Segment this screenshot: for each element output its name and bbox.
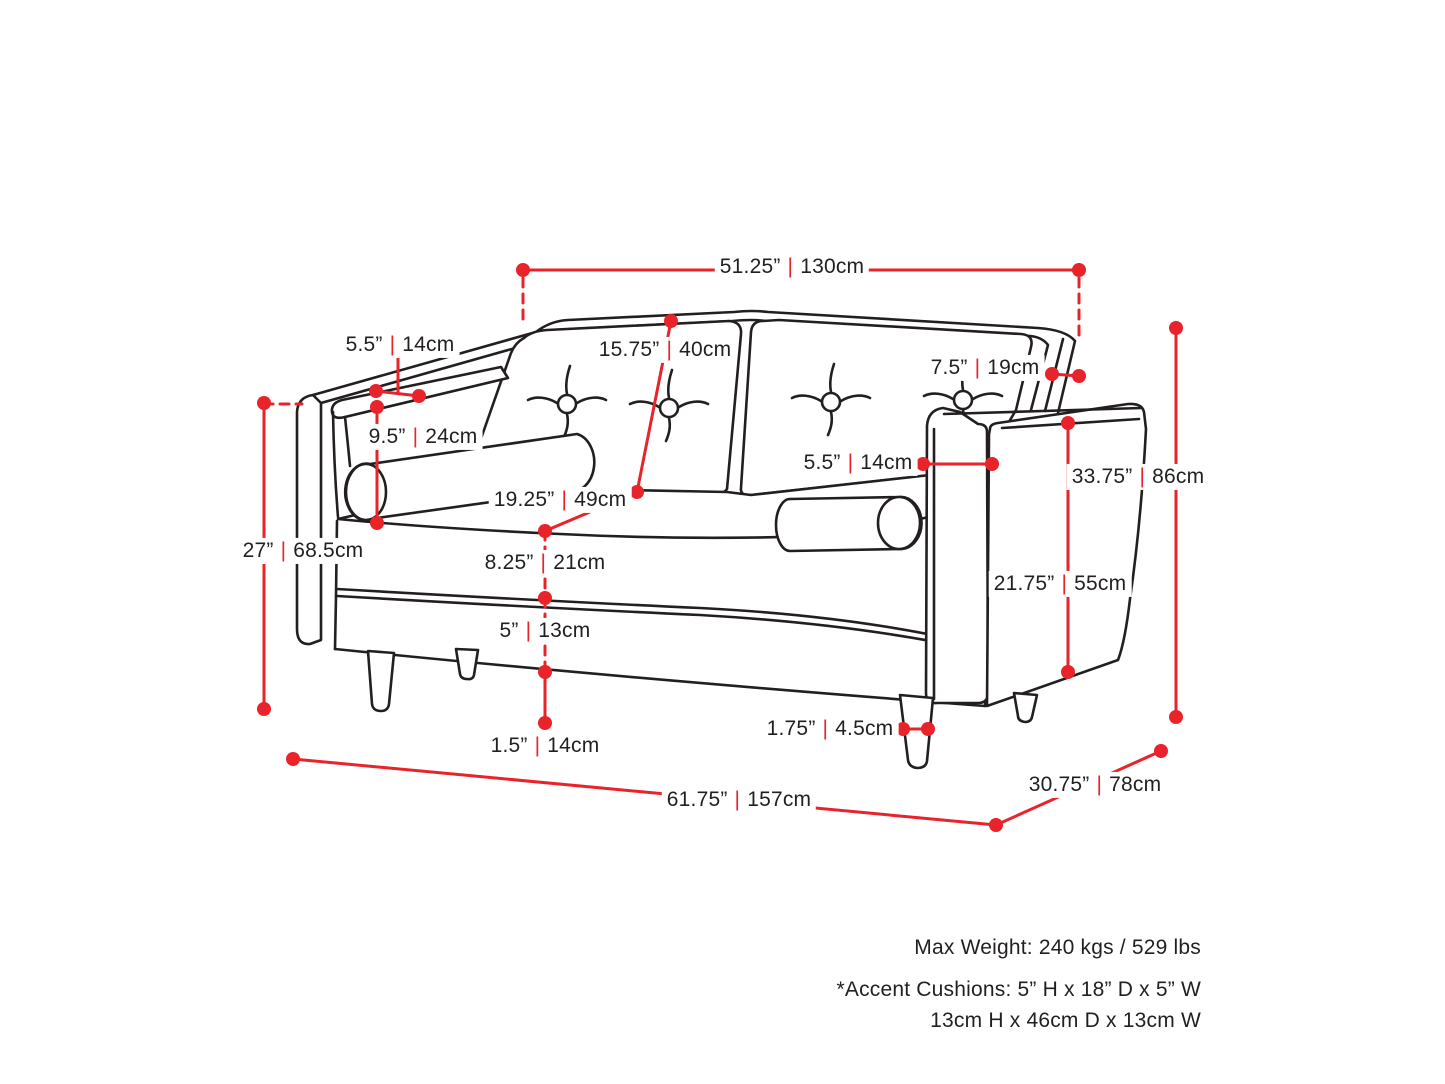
dim-label-overall-depth: 30.75”|78cm [1023, 771, 1167, 799]
dim-label-seat-depth: 19.25”|49cm [488, 486, 632, 514]
bolster-pillow-left [343, 432, 596, 522]
unit-separator: | [525, 618, 532, 642]
unit-separator: | [561, 487, 568, 511]
dim-label-base-height: 5”|13cm [494, 617, 596, 645]
unit-separator: | [280, 538, 287, 562]
dim-label-back-cushion-height: 15.75”|40cm [593, 336, 737, 364]
dim-line-arm-top-width-left [374, 356, 421, 398]
unit-separator: | [534, 733, 541, 757]
unit-separator: | [1139, 464, 1146, 488]
sofa-legs [366, 647, 1039, 770]
bolster-pillow-right [774, 495, 923, 553]
accent-cushions-note-line1: *Accent Cushions: 5” H x 18” D x 5” W [836, 978, 1201, 1001]
unit-separator: | [389, 332, 396, 356]
dim-label-leg-width: 1.75”|4.5cm [761, 715, 899, 743]
unit-separator: | [822, 716, 829, 740]
unit-separator: | [412, 424, 419, 448]
dim-label-leg-height: 1.5”|14cm [485, 732, 605, 760]
sofa-back-frame [295, 309, 1077, 646]
dim-label-top-width: 51.25”|130cm [714, 253, 870, 281]
dimension-endpoint-dots [257, 263, 1183, 832]
dim-label-arm-front-width-right: 5.5”|14cm [798, 449, 918, 477]
dim-label-arm-to-seat-height: 9.5”|24cm [363, 423, 483, 451]
unit-separator: | [666, 337, 673, 361]
unit-separator: | [974, 355, 981, 379]
dim-label-arm-height: 21.75”|55cm [988, 570, 1132, 598]
dim-label-back-height: 27”|68.5cm [237, 537, 369, 565]
unit-separator: | [734, 787, 741, 811]
dim-label-seat-cushion-thickness: 8.25”|21cm [479, 549, 611, 577]
dim-line-overall-width [291, 757, 998, 827]
dim-label-back-frame-thickness: 7.5”|19cm [925, 354, 1045, 382]
unit-separator: | [787, 254, 794, 278]
unit-separator: | [1061, 571, 1068, 595]
dim-label-overall-width: 61.75”|157cm [661, 786, 817, 814]
dim-label-arm-top-width-left: 5.5”|14cm [340, 331, 460, 359]
max-weight-note: Max Weight: 240 kgs / 529 lbs [914, 936, 1201, 959]
unit-separator: | [847, 450, 854, 474]
unit-separator: | [540, 550, 547, 574]
unit-separator: | [1096, 772, 1103, 796]
cushion-tuft-buttons [526, 360, 1004, 443]
dim-label-overall-height: 33.75”|86cm [1066, 463, 1210, 491]
accent-cushions-note-line2: 13cm H x 46cm D x 13cm W [930, 1009, 1201, 1032]
sofa-right-arm [924, 402, 1148, 708]
